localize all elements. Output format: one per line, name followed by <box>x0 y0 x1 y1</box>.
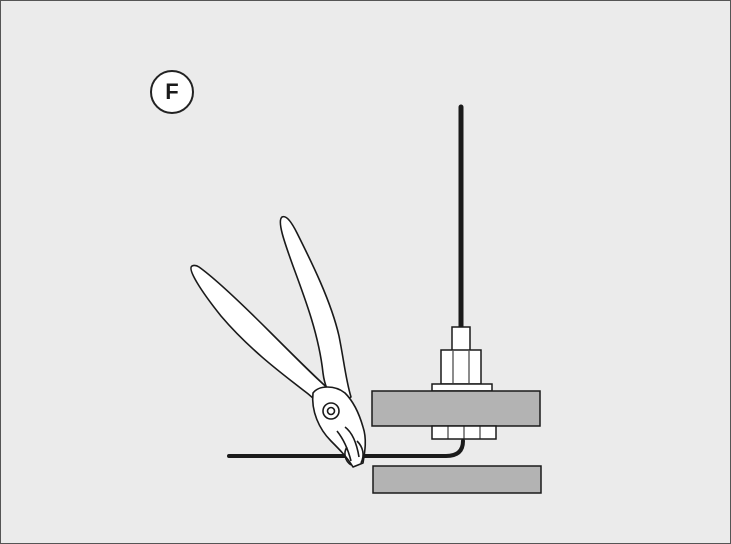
pliers-icon <box>190 215 367 468</box>
step-letter: F <box>165 79 179 104</box>
fitting-washer <box>431 383 493 392</box>
lower-plate <box>372 465 542 494</box>
horizontal-wire <box>227 439 465 458</box>
probe-sleeve <box>451 326 471 352</box>
upper-plate <box>371 390 541 427</box>
fitting-body <box>440 349 482 385</box>
step-badge: F <box>150 70 194 114</box>
